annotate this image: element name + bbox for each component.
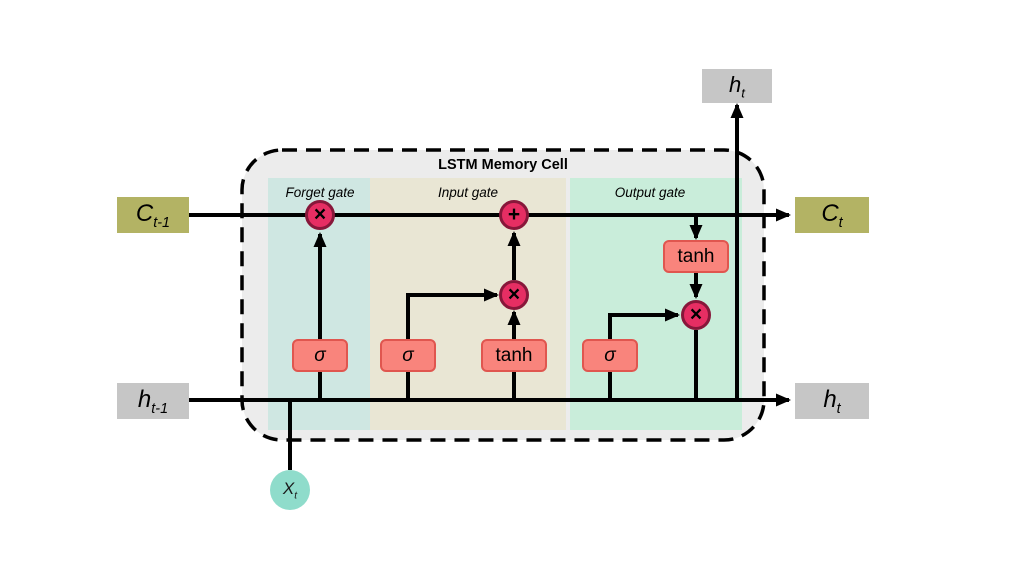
input-multiply-op: × bbox=[499, 280, 529, 310]
top-hidden-output-box: ht bbox=[702, 69, 772, 103]
output-sigma-box: σ bbox=[582, 339, 638, 372]
input-tanh-box: tanh bbox=[481, 339, 547, 372]
forget-multiply-op: × bbox=[305, 200, 335, 230]
output-gate-label: Output gate bbox=[614, 185, 686, 200]
input-gate-label: Input gate bbox=[437, 185, 499, 200]
next-hidden-state-box: ht bbox=[795, 383, 869, 419]
cell-title: LSTM Memory Cell bbox=[438, 157, 568, 173]
input-sigma-box: σ bbox=[380, 339, 436, 372]
memory-cell-dashed-border bbox=[240, 148, 766, 442]
output-gate-region bbox=[570, 178, 742, 430]
next-hidden-state-label: ht bbox=[823, 385, 841, 417]
prev-cell-state-box: Ct-1 bbox=[117, 197, 189, 233]
forget-sigma-box: σ bbox=[292, 339, 348, 372]
prev-hidden-state-label: ht-1 bbox=[137, 385, 169, 417]
input-gate-region bbox=[370, 178, 566, 430]
prev-cell-state-label: Ct-1 bbox=[135, 199, 171, 231]
prev-hidden-state-box: ht-1 bbox=[117, 383, 189, 419]
output-multiply-op: × bbox=[681, 300, 711, 330]
input-sigma-out-wire bbox=[406, 288, 499, 339]
top-hidden-output-label: ht bbox=[729, 71, 745, 101]
output-tanh-box: tanh bbox=[663, 240, 729, 273]
forget-gate-label: Forget gate bbox=[285, 185, 355, 200]
next-cell-state-box: Ct bbox=[795, 197, 869, 233]
input-xt-circle: Xt bbox=[270, 470, 310, 510]
output-sigma-out-wire bbox=[608, 308, 680, 339]
next-cell-state-label: Ct bbox=[821, 199, 843, 231]
input-add-op: + bbox=[499, 200, 529, 230]
input-xt-label: Xt bbox=[282, 478, 298, 502]
